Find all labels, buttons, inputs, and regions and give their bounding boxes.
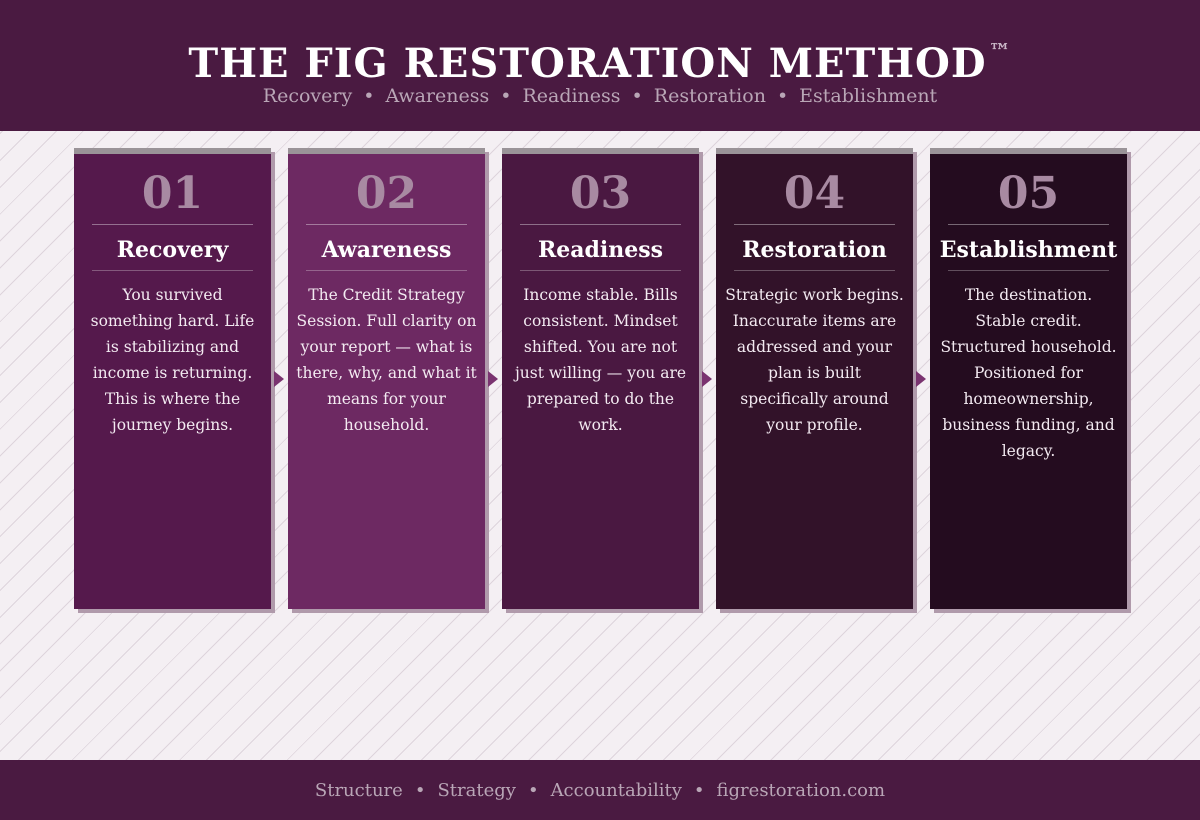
subtitle-separator: • [631,85,643,107]
subtitle-item: Restoration [653,85,766,107]
step-divider [734,270,895,271]
step-description: Income stable. Bills consistent. Mindset… [514,286,687,434]
footer-website-link[interactable]: figrestoration.com [716,780,886,801]
subtitle-separator: • [500,85,512,107]
subtitle-separator: • [363,85,375,107]
step-name: Awareness [321,237,452,263]
step-cards: 01 Recovery You survived something hard.… [74,148,1134,618]
subtitle-item: Establishment [799,85,938,107]
footer-item: Strategy [437,780,516,801]
footer-item: Structure [314,780,403,801]
footer-separator: • [693,780,705,801]
subtitle-item: Readiness [522,85,621,107]
subtitle-item: Awareness [385,85,490,107]
step-description: You survived something hard. Life is sta… [90,286,255,434]
step-divider [520,224,681,225]
step-number: 04 [783,168,846,219]
arrow-right-icon [274,371,284,387]
step-divider [306,224,467,225]
step-divider [948,224,1109,225]
step-description: The Credit Strategy Session. Full clarit… [296,286,477,434]
step-divider [520,270,681,271]
step-name: Readiness [537,237,664,263]
subtitle-item: Recovery [262,85,353,107]
header-banner: THE FIG RESTORATION METHOD™ Recovery • Awa… [0,0,1200,131]
step-divider [948,270,1109,271]
title-text: THE FIG RESTORATION METHOD [188,40,987,87]
step-number: 02 [355,168,418,219]
footer-separator: • [414,780,426,801]
step-name: Establishment [939,237,1118,263]
step-number: 05 [997,168,1060,219]
step-number: 01 [141,168,204,219]
step-card-readiness: 03 Readiness Income stable. Bills consis… [502,148,699,609]
step-card-recovery: 01 Recovery You survived something hard.… [74,148,271,609]
step-divider [92,224,253,225]
page-title: THE FIG RESTORATION METHOD™ [0,28,1200,88]
phase-subtitle: Recovery • Awareness • Readiness • Restoration… [0,83,1200,109]
subtitle-separator: • [776,85,789,107]
step-description: Strategic work begins. Inaccurate items … [725,286,904,434]
step-name: Recovery [116,237,229,263]
footer-tagline: Structure • Strategy • Accountability • figres… [0,778,1200,804]
trademark-symbol: ™ [988,39,1012,65]
arrow-right-icon [916,371,926,387]
footer-banner: Structure • Strategy • Accountability • figres… [0,760,1200,820]
step-card-awareness: 02 Awareness The Credit Strategy Session… [288,148,485,609]
step-divider [306,270,467,271]
footer-item: Accountability [550,780,682,801]
step-divider [734,224,895,225]
step-description: The destination. Stable credit. Structur… [940,286,1117,460]
arrow-right-icon [488,371,498,387]
step-name: Restoration [742,237,887,263]
footer-separator: • [527,780,539,801]
step-card-establishment: 05 Establishment The destination. Stable… [930,148,1127,609]
step-card-restoration: 04 Restoration Strategic work begins. In… [716,148,913,609]
step-divider [92,270,253,271]
arrow-right-icon [702,371,712,387]
step-number: 03 [569,168,632,219]
